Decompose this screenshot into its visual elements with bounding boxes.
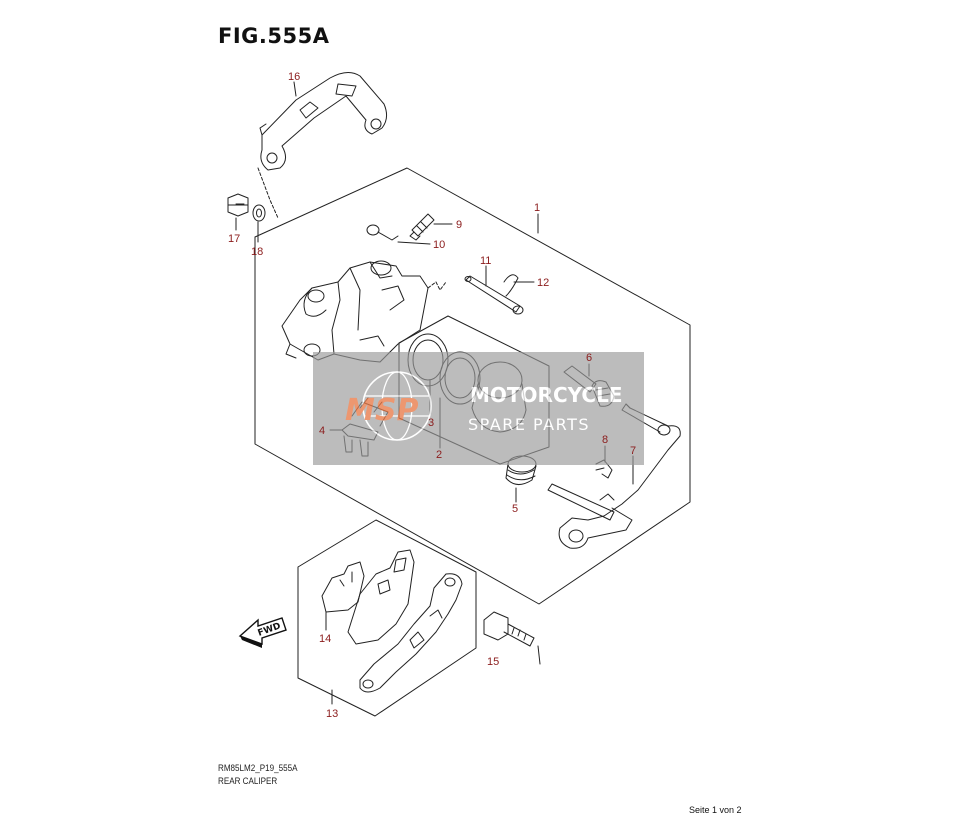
leader-10 (397, 241, 431, 245)
callouts: 1 2 3 4 5 6 7 8 9 10 11 12 13 14 15 16 1… (228, 71, 636, 720)
part-15-bolt (483, 611, 535, 647)
leader-caliper-dash (427, 281, 447, 291)
callout-5: 5 (512, 503, 518, 515)
watermark-line2: SPARE PARTS (468, 415, 590, 434)
watermark-band (313, 352, 644, 465)
callout-6: 6 (586, 352, 592, 364)
watermark-logo: MSP (345, 393, 418, 428)
callout-12: 12 (537, 277, 549, 289)
leader-16 (257, 167, 279, 219)
figure-code: RM85LM2_P19_555A (218, 763, 298, 774)
watermark-line1: MOTORCYCLE (470, 383, 622, 407)
leader-16 (293, 81, 297, 97)
part-16-bracket (259, 72, 388, 171)
part-10-cap (366, 224, 399, 241)
callout-7: 7 (630, 445, 636, 457)
callout-9: 9 (456, 219, 462, 231)
part-11-pin (464, 275, 524, 315)
part-17-bolt (227, 193, 249, 217)
callout-8: 8 (602, 434, 608, 446)
callout-10: 10 (433, 239, 445, 251)
callout-18: 18 (251, 246, 263, 258)
part-9-bleeder (409, 213, 435, 241)
callout-17: 17 (228, 233, 240, 245)
fwd-direction-arrow: FWD (238, 617, 287, 648)
callout-16: 16 (288, 71, 300, 83)
page-indicator: Seite 1 von 2 (689, 805, 742, 815)
leader-15 (537, 645, 541, 665)
callout-4: 4 (319, 425, 325, 437)
callout-15: 15 (487, 656, 499, 668)
callout-2: 2 (436, 449, 442, 461)
figure-caption: REAR CALIPER (218, 776, 278, 787)
assembly-box-outline (254, 167, 691, 605)
callout-11: 11 (480, 255, 491, 267)
callout-1: 1 (534, 202, 540, 214)
watermark: MSP MOTORCYCLE SPARE PARTS (313, 352, 644, 465)
figure-title: FIG.555A (218, 24, 330, 48)
part-18-washer (252, 204, 266, 222)
part-12-clip (503, 274, 519, 297)
pad-shim-plate (359, 573, 463, 693)
pad-box-outline (297, 519, 477, 717)
part-14-brake-pad (321, 561, 365, 613)
callout-13: 13 (326, 708, 338, 720)
caliper-body (281, 260, 429, 363)
callout-14: 14 (319, 633, 331, 645)
callout-3: 3 (428, 417, 434, 429)
brake-pad-right (347, 549, 415, 645)
